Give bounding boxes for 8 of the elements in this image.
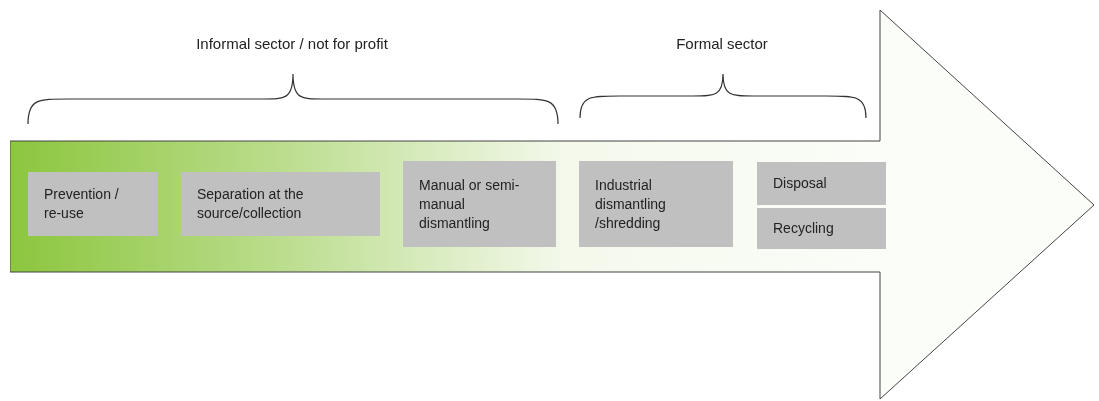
group-label: Informal sector / not for profit xyxy=(196,35,388,52)
process-box: Manual or semi-manual dismantling xyxy=(403,161,556,247)
process-box: Separation at the source/collection xyxy=(181,172,380,236)
group-label: Formal sector xyxy=(676,35,768,52)
process-box: Industrial dismantling /shredding xyxy=(579,161,733,247)
process-box: Recycling xyxy=(757,208,886,249)
process-box: Disposal xyxy=(757,162,886,205)
process-box: Prevention / re-use xyxy=(28,172,158,236)
